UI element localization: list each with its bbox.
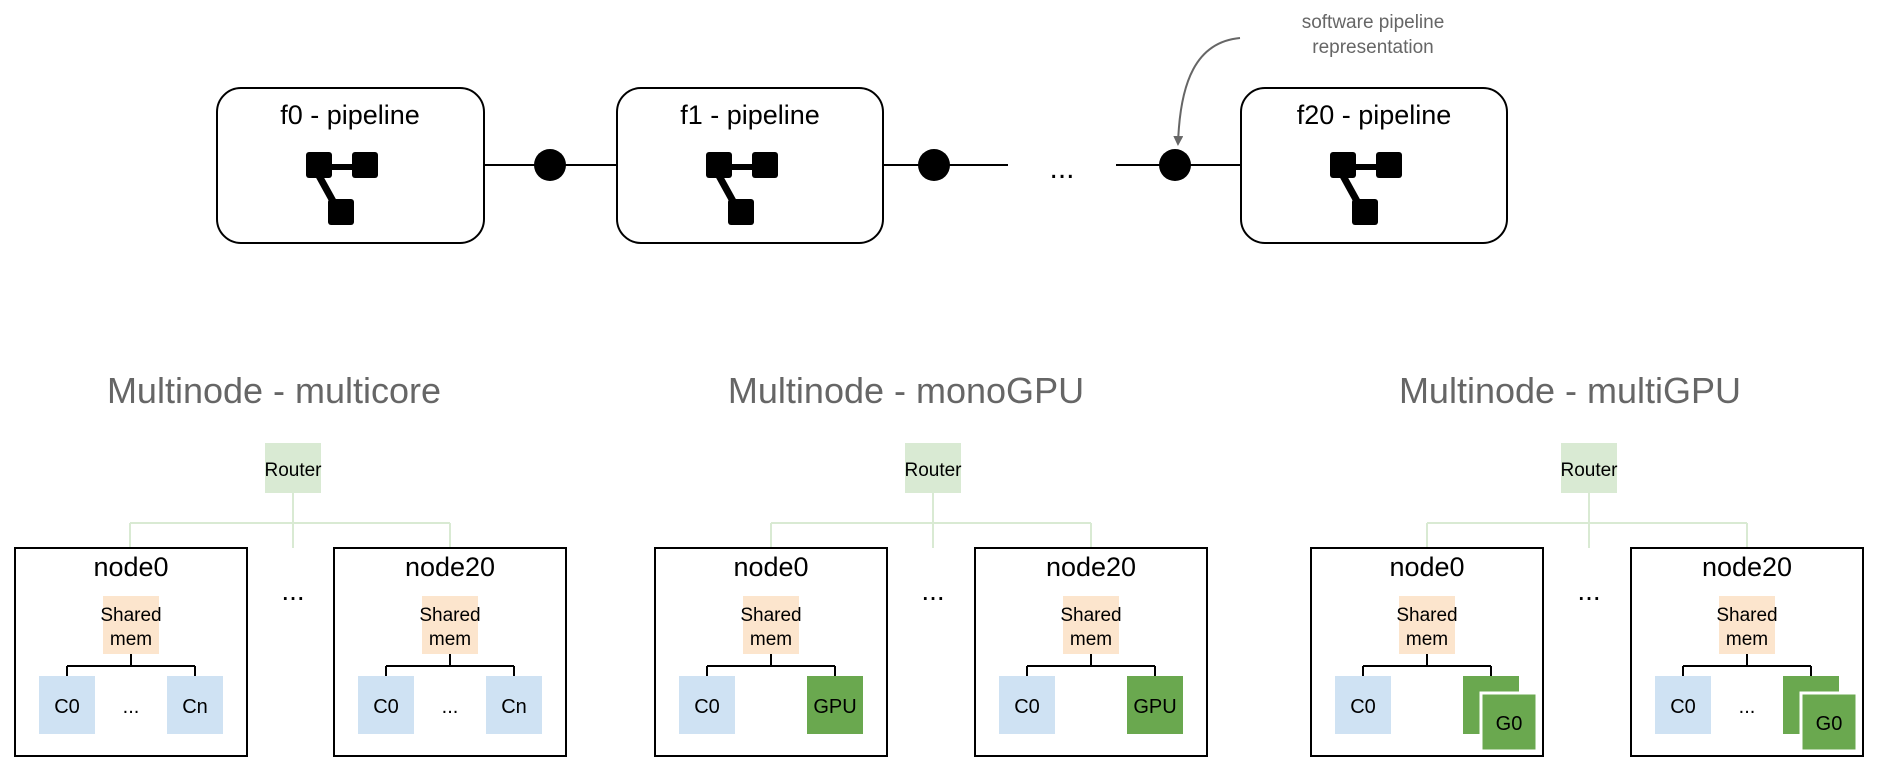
shared-mem-label: Shared — [419, 605, 480, 626]
gpu-label: G0 — [1816, 713, 1843, 735]
core-box — [999, 676, 1055, 734]
gpu-box — [807, 676, 863, 734]
arch-title: Multinode - multiGPU — [1399, 370, 1741, 411]
shared-mem-label: Shared — [1396, 605, 1457, 626]
connector-dot — [1159, 149, 1191, 181]
gpu-label: GPU — [813, 696, 856, 718]
shared-mem-label: mem — [110, 629, 152, 650]
core-box — [39, 676, 95, 734]
router-label: Router — [1560, 460, 1618, 481]
node-box: node20 Shared mem C0 ... G0 — [1630, 547, 1864, 757]
router-label: Router — [904, 460, 962, 481]
shared-mem-box — [1399, 596, 1455, 654]
node-label: node0 — [733, 552, 808, 582]
shared-mem-label: mem — [1070, 629, 1112, 650]
core-ellipsis: ... — [442, 696, 459, 718]
node-label: node20 — [405, 552, 495, 582]
router-lines — [770, 493, 1092, 548]
shared-mem-box — [1063, 596, 1119, 654]
annotation-text-line1: software pipeline — [1302, 12, 1445, 33]
shared-mem-label: Shared — [1716, 605, 1777, 626]
router-lines — [129, 493, 451, 548]
node-box: node20 Shared mem C0 GPU — [974, 547, 1208, 757]
core-label: Cn — [501, 696, 527, 718]
connector-dot — [918, 149, 950, 181]
node-ellipsis: ... — [921, 575, 944, 606]
core-box — [358, 676, 414, 734]
arch-multicore: Multinode - multicore Router ... node0 S… — [14, 370, 567, 757]
pipeline-stage-label: f1 - pipeline — [680, 100, 820, 130]
core-box — [167, 676, 223, 734]
node-label: node20 — [1702, 552, 1792, 582]
arch-title: Multinode - monoGPU — [728, 370, 1084, 411]
node-ellipsis: ... — [1577, 575, 1600, 606]
shared-mem-label: mem — [1726, 629, 1768, 650]
router-box — [265, 443, 321, 493]
gpu-box — [1127, 676, 1183, 734]
pipeline-stage-label: f0 - pipeline — [280, 100, 420, 130]
node-label: node0 — [1389, 552, 1464, 582]
pipeline-ellipsis: ... — [1049, 152, 1074, 185]
core-label: Cn — [182, 696, 208, 718]
arch-monogpu: Multinode - monoGPU Router ... node0 Sha… — [654, 370, 1208, 757]
router-box — [905, 443, 961, 493]
gpu-box — [1479, 691, 1539, 753]
node-ellipsis: ... — [281, 575, 304, 606]
pipeline-stage-f0: f0 - pipeline — [216, 87, 485, 244]
gpu-box — [1799, 691, 1859, 753]
node-label: node20 — [1046, 552, 1136, 582]
shared-mem-box — [743, 596, 799, 654]
core-box — [679, 676, 735, 734]
shared-mem-box — [103, 596, 159, 654]
annotation-arrow — [1173, 37, 1241, 146]
core-label: C0 — [54, 696, 80, 718]
core-box — [1335, 676, 1391, 734]
node-box: node20 Shared mem C0 ... Cn — [333, 547, 567, 757]
annotation-text-line2: representation — [1312, 37, 1433, 58]
gpu-label: GPU — [1133, 696, 1176, 718]
connector-dot — [534, 149, 566, 181]
node-box: node0 Shared mem C0 ... Cn — [14, 547, 248, 757]
shared-mem-label: Shared — [740, 605, 801, 626]
shared-mem-box — [422, 596, 478, 654]
core-label: C0 — [1670, 696, 1696, 718]
core-box — [486, 676, 542, 734]
core-label: C0 — [1350, 696, 1376, 718]
shared-mem-label: Shared — [100, 605, 161, 626]
node-label: node0 — [93, 552, 168, 582]
node-box: node0 Shared mem C0 GPU — [654, 547, 888, 757]
router-box — [1561, 443, 1617, 493]
shared-mem-label: mem — [1406, 629, 1448, 650]
core-ellipsis: ... — [1739, 696, 1756, 718]
pipeline-stage-f1: f1 - pipeline — [616, 87, 884, 244]
core-box — [1655, 676, 1711, 734]
core-ellipsis: ... — [123, 696, 140, 718]
pipeline-stage-label: f20 - pipeline — [1297, 100, 1452, 130]
shared-mem-label: mem — [750, 629, 792, 650]
pipeline-row: ... f0 - pipeline f1 - pipeline f20 - pi… — [216, 12, 1508, 244]
core-label: C0 — [1014, 696, 1040, 718]
node-box: node0 Shared mem C0 G0 — [1310, 547, 1544, 757]
pipeline-annotation: software pipeline representation — [1173, 12, 1445, 146]
core-label: C0 — [694, 696, 720, 718]
core-label: C0 — [373, 696, 399, 718]
pipeline-stage-f20: f20 - pipeline — [1240, 87, 1508, 244]
arch-title: Multinode - multicore — [107, 370, 441, 411]
router-lines — [1426, 493, 1748, 548]
router-label: Router — [264, 460, 322, 481]
shared-mem-box — [1719, 596, 1775, 654]
arch-multigpu: Multinode - multiGPU Router ... node0 Sh… — [1310, 370, 1864, 757]
gpu-label: G0 — [1496, 713, 1523, 735]
shared-mem-label: mem — [429, 629, 471, 650]
shared-mem-label: Shared — [1060, 605, 1121, 626]
